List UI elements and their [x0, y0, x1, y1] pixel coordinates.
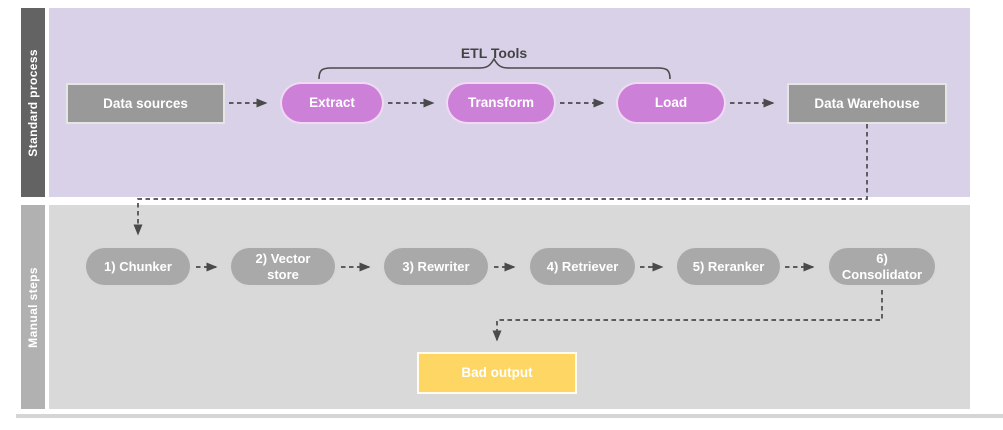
node-consolidator: 6) Consolidator: [827, 246, 937, 287]
etl-tools-label: ETL Tools: [460, 45, 528, 61]
node-transform: Transform: [446, 82, 556, 124]
node-bad-output: Bad output: [417, 352, 577, 394]
node-data-sources: Data sources: [66, 83, 225, 124]
manual-steps-label: Manual steps: [26, 266, 40, 348]
node-chunker: 1) Chunker: [84, 246, 192, 287]
standard-process-sidebar: Standard process: [21, 8, 45, 197]
bottom-divider: [16, 414, 1003, 418]
node-vector-store: 2) Vector store: [229, 246, 337, 287]
standard-process-label: Standard process: [26, 48, 40, 157]
node-retriever: 4) Retriever: [528, 246, 637, 287]
node-reranker: 5) Reranker: [675, 246, 782, 287]
manual-steps-sidebar: Manual steps: [21, 205, 45, 409]
node-load: Load: [616, 82, 726, 124]
node-extract: Extract: [280, 82, 384, 124]
node-rewriter: 3) Rewriter: [382, 246, 490, 287]
node-data-warehouse: Data Warehouse: [787, 83, 947, 124]
